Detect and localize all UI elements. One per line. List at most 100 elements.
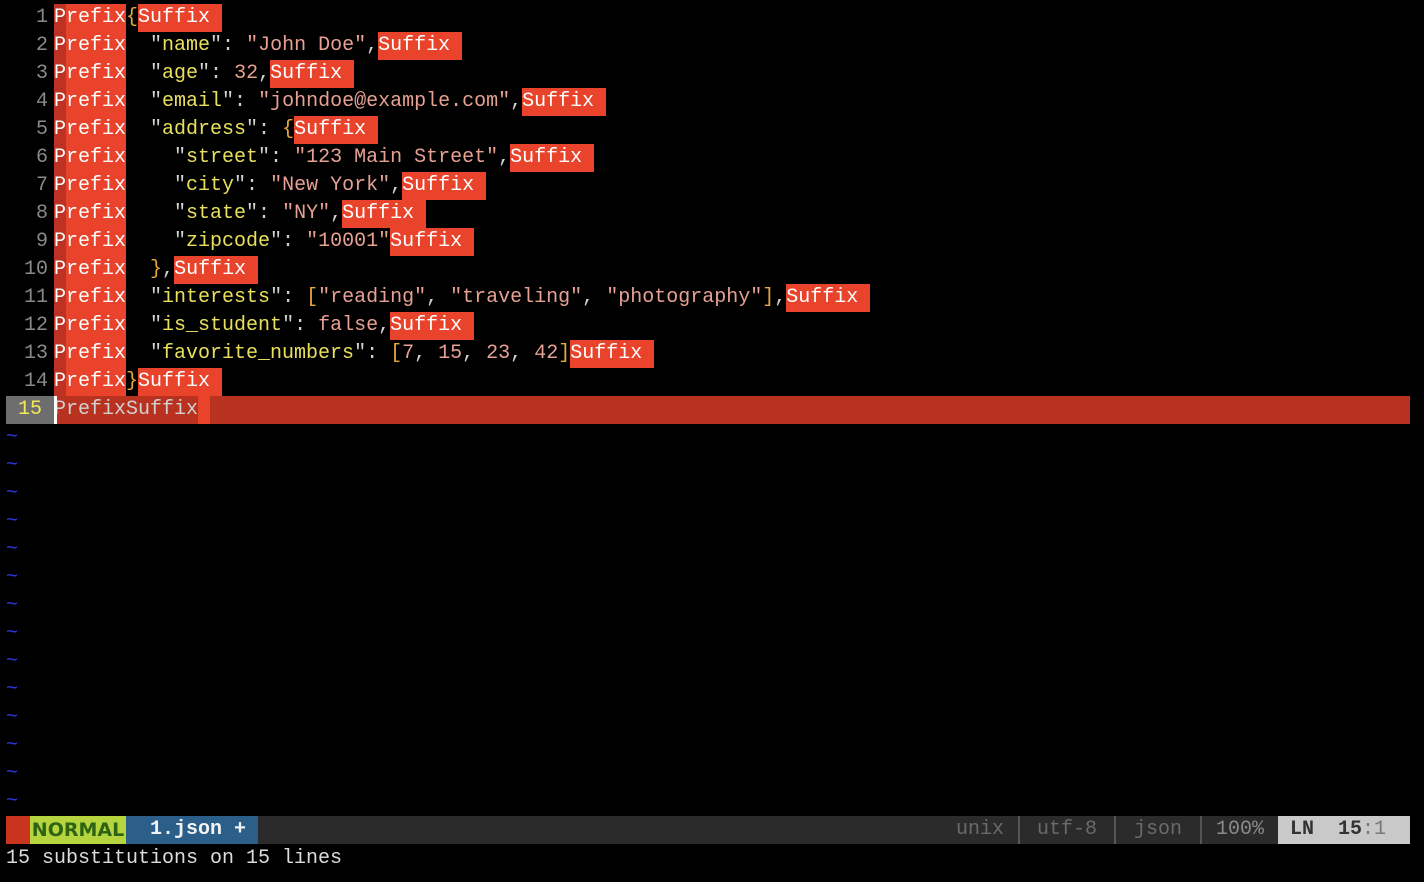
- code-token: }: [126, 370, 139, 393]
- code-line[interactable]: 7 Prefix "city": "New York",Suffix: [0, 172, 1424, 200]
- mode-label: NORMAL: [30, 816, 126, 844]
- code-token: ":: [270, 286, 307, 309]
- line-content: Prefix "city": "New York",Suffix: [54, 172, 487, 200]
- code-token: name: [162, 34, 211, 57]
- search-highlight: Suffix: [786, 284, 871, 312]
- code-token: ":: [246, 118, 283, 141]
- file-encoding: utf-8: [1020, 816, 1116, 844]
- code-token: 42: [534, 342, 559, 365]
- ln-label: LN: [1290, 818, 1315, 841]
- code-token: ": [126, 202, 187, 225]
- search-highlight: Suffix: [294, 116, 379, 144]
- code-token: ]: [762, 286, 775, 309]
- code-token: ": [126, 230, 187, 253]
- cursor-line: 15: [1338, 818, 1363, 841]
- code-token: ,: [258, 62, 271, 85]
- search-highlight: Prefix: [54, 32, 127, 60]
- code-line[interactable]: 4 Prefix "email": "johndoe@example.com",S…: [0, 88, 1424, 116]
- line-content: Prefix "is_student": false,Suffix: [54, 312, 475, 340]
- line-number: 8: [35, 202, 48, 225]
- code-token: 15: [438, 342, 463, 365]
- search-highlight: Prefix: [54, 144, 127, 172]
- code-token: "reading": [318, 286, 427, 309]
- code-token: ,: [378, 314, 391, 337]
- code-token: PrefixSuffix: [54, 398, 199, 421]
- line-number: 4: [35, 90, 48, 113]
- code-token: ,: [498, 146, 511, 169]
- code-line[interactable]: 3 Prefix "age": 32,Suffix: [0, 60, 1424, 88]
- line-number: 3: [35, 62, 48, 85]
- code-token: ,: [162, 258, 175, 281]
- line-content: Prefix },Suffix: [54, 256, 259, 284]
- line-number: 12: [23, 314, 48, 337]
- code-token: ":: [258, 146, 295, 169]
- code-token: [: [390, 342, 403, 365]
- line-content: Prefix "email": "johndoe@example.com",Su…: [54, 88, 607, 116]
- file-name: 1.json +: [126, 816, 258, 844]
- empty-line-tilde: ~: [6, 482, 19, 505]
- code-token: "John Doe": [246, 34, 367, 57]
- code-token: ,: [510, 342, 535, 365]
- code-token: street: [186, 146, 259, 169]
- code-token: ,: [330, 202, 343, 225]
- search-highlight: [198, 396, 211, 424]
- code-token: ":: [210, 34, 247, 57]
- code-token: "10001": [306, 230, 391, 253]
- line-content: Prefix "interests": ["reading", "traveli…: [54, 284, 871, 312]
- line-content: Prefix "street": "123 Main Street",Suffi…: [54, 144, 595, 172]
- code-token: {: [282, 118, 295, 141]
- code-token: age: [162, 62, 199, 85]
- code-line[interactable]: 5 Prefix "address": {Suffix: [0, 116, 1424, 144]
- line-content: Prefix "address": {Suffix: [54, 116, 379, 144]
- code-line[interactable]: 12 Prefix "is_student": false,Suffix: [0, 312, 1424, 340]
- code-token: ,: [366, 34, 379, 57]
- search-highlight: Prefix: [54, 88, 127, 116]
- text-cursor: [54, 396, 57, 424]
- line-number: 5: [35, 118, 48, 141]
- code-token: address: [162, 118, 247, 141]
- search-highlight: Suffix: [174, 256, 259, 284]
- file-type: json: [1116, 816, 1202, 844]
- search-highlight: Prefix: [54, 60, 127, 88]
- code-token: zipcode: [186, 230, 271, 253]
- code-token: 7: [402, 342, 415, 365]
- code-token: ":: [354, 342, 391, 365]
- search-highlight: Prefix: [54, 172, 127, 200]
- code-token: "NY": [282, 202, 331, 225]
- line-content: Prefix "age": 32,Suffix: [54, 60, 355, 88]
- code-token: ":: [198, 62, 235, 85]
- line-number: 2: [35, 34, 48, 57]
- code-token: ": [126, 118, 163, 141]
- line-content: Prefix{Suffix: [54, 4, 223, 32]
- code-token: ": [126, 34, 163, 57]
- code-token: state: [186, 202, 247, 225]
- empty-line-tilde: ~: [6, 426, 19, 449]
- search-highlight: Suffix: [138, 368, 223, 396]
- scroll-percent: 100%: [1215, 818, 1264, 841]
- code-token: "traveling": [450, 286, 583, 309]
- search-highlight: Suffix: [522, 88, 607, 116]
- empty-line-tilde: ~: [6, 454, 19, 477]
- line-number: 9: [35, 230, 48, 253]
- code-token: ": [126, 146, 187, 169]
- search-highlight: Prefix: [54, 312, 127, 340]
- code-token: is_student: [162, 314, 283, 337]
- code-token: ":: [222, 90, 259, 113]
- code-token: {: [126, 6, 139, 29]
- search-highlight: Prefix: [54, 116, 127, 144]
- empty-line-tilde: ~: [6, 622, 19, 645]
- line-number: 7: [35, 174, 48, 197]
- search-highlight: Suffix: [270, 60, 355, 88]
- search-highlight: Suffix: [570, 340, 655, 368]
- code-token: "johndoe@example.com": [258, 90, 511, 113]
